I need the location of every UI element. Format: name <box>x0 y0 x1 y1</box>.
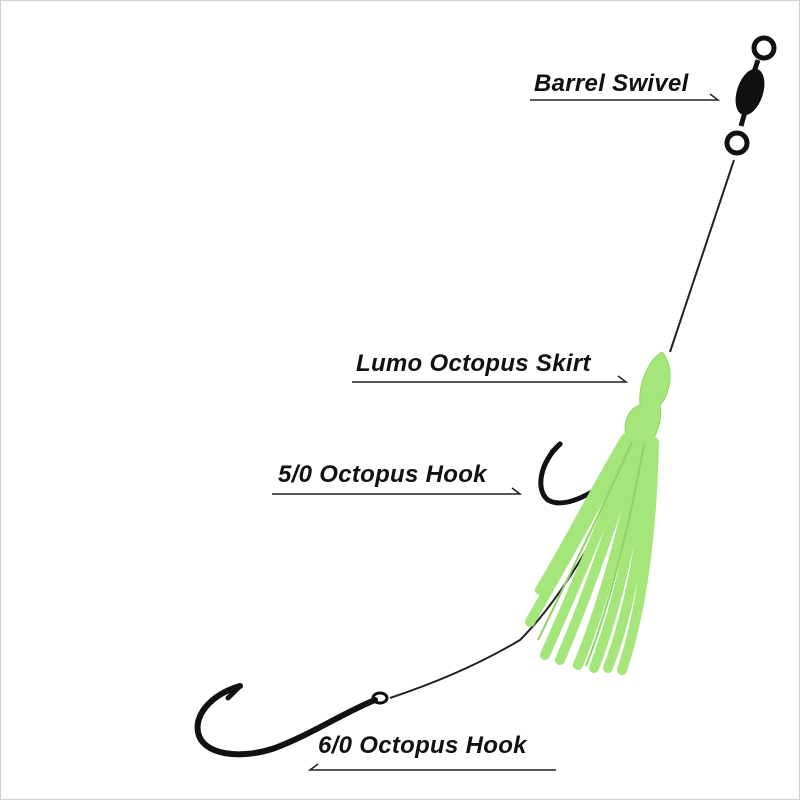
barrel-swivel-icon <box>724 35 777 156</box>
leader-line-upper <box>669 159 735 353</box>
large-hook-label: 6/0 Octopus Hook <box>318 732 527 759</box>
large-hook-icon <box>194 683 389 758</box>
octopus-skirt-icon <box>525 351 671 675</box>
label-pointer-lines <box>272 93 721 771</box>
small-hook-label: 5/0 Octopus Hook <box>278 461 487 488</box>
barrel-swivel-label: Barrel Swivel <box>534 70 689 97</box>
lumo-skirt-label: Lumo Octopus Skirt <box>356 350 591 377</box>
